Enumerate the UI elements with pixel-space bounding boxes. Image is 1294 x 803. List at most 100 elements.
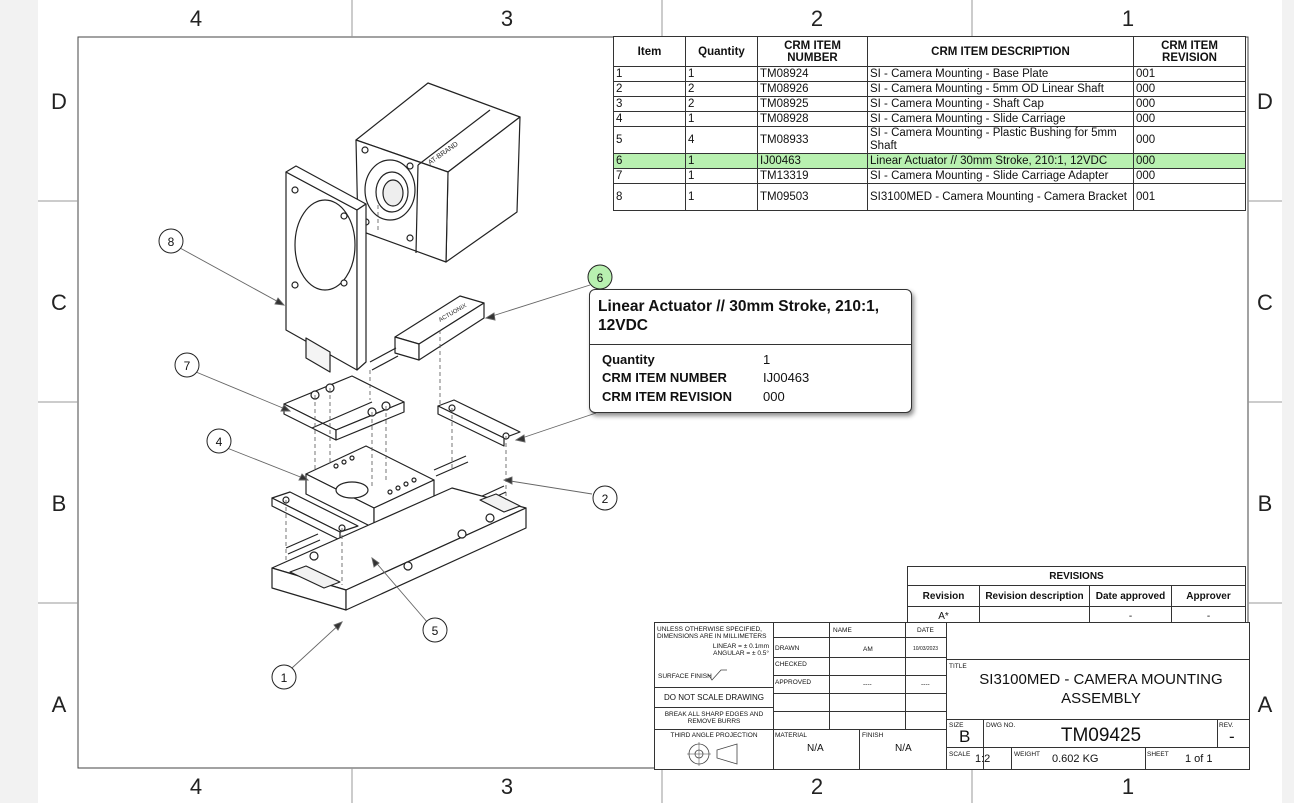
scale-value: 1:2 xyxy=(975,753,991,765)
svg-text:7: 7 xyxy=(184,359,191,373)
balloon-item-7[interactable]: 7 xyxy=(174,352,200,378)
revisions-header: Approver xyxy=(1171,585,1246,607)
bom-cell-description: SI - Camera Mounting - Slide Carriage Ad… xyxy=(867,168,1134,184)
zone-row-label: C xyxy=(1257,290,1273,315)
bom-cell-revision: 001 xyxy=(1133,66,1246,82)
tooltip-revision-value: 000 xyxy=(763,389,785,404)
bom-cell-number: TM08933 xyxy=(757,126,868,154)
balloon-item-4[interactable]: 4 xyxy=(206,428,232,454)
bom-cell-revision: 000 xyxy=(1133,153,1246,169)
bom-cell-item: 3 xyxy=(613,96,686,112)
svg-text:4: 4 xyxy=(216,435,223,449)
bom-header-number: CRM ITEM NUMBER xyxy=(757,36,868,67)
bom-cell-description: SI3100MED - Camera Mounting - Camera Bra… xyxy=(867,183,1134,211)
bom-cell-description: SI - Camera Mounting - 5mm OD Linear Sha… xyxy=(867,81,1134,97)
weight-value: 0.602 KG xyxy=(1052,753,1099,765)
rev-label: REV. xyxy=(1219,722,1234,729)
svg-text:5: 5 xyxy=(432,624,439,638)
drawn-by: AM xyxy=(863,646,873,653)
date-column-label: DATE xyxy=(917,627,934,634)
bom-header-revision: CRM ITEM REVISION xyxy=(1133,36,1246,67)
dwg-no-label: DWG NO. xyxy=(986,722,1016,729)
drawing-number: TM09425 xyxy=(1060,725,1142,746)
revisions-title: REVISIONS xyxy=(907,566,1246,586)
bom-cell-revision: 000 xyxy=(1133,81,1246,97)
projection-label: THIRD ANGLE PROJECTION xyxy=(670,732,758,739)
tooltip-quantity-value: 1 xyxy=(763,352,771,367)
tooltip-number-value: IJ00463 xyxy=(763,370,810,385)
bill-of-materials-table: Item Quantity CRM ITEM NUMBER CRM ITEM D… xyxy=(613,36,1246,211)
bom-cell-item: 6 xyxy=(613,153,686,169)
drawn-date: 10/03/2023 xyxy=(913,646,939,652)
sheet-number: 1 of 1 xyxy=(1185,753,1213,765)
bom-cell-description: SI - Camera Mounting - Plastic Bushing f… xyxy=(867,126,1134,154)
svg-text:2: 2 xyxy=(602,492,609,506)
drawing-title: SI3100MED - CAMERA MOUNTING ASSEMBLY xyxy=(979,671,1223,707)
bom-cell-revision: 001 xyxy=(1133,183,1246,211)
bom-cell-item: 4 xyxy=(613,111,686,127)
camera-part: AT-BRAND xyxy=(355,82,521,263)
item-tooltip: Linear Actuator // 30mm Stroke, 210:1, 1… xyxy=(589,289,912,413)
sheet-size: B xyxy=(959,727,971,746)
approved-label: APPROVED xyxy=(775,679,812,686)
title-block: UNLESS OTHERWISE SPECIFIED, DIMENSIONS A… xyxy=(654,622,1250,770)
bom-header-item: Item xyxy=(613,36,686,67)
bom-cell-quantity: 2 xyxy=(685,96,758,112)
zone-column-label: 1 xyxy=(1121,6,1135,31)
balloon-item-8[interactable]: 8 xyxy=(158,228,184,254)
balloon-item-6[interactable]: 6 xyxy=(587,264,613,290)
zone-column-label: 1 xyxy=(1121,774,1135,799)
slide-carriage-part xyxy=(305,445,435,529)
bom-cell-number: TM13319 xyxy=(757,168,868,184)
revisions-header: Revision description xyxy=(979,585,1090,607)
angular-tolerance: ANGULAR = ± 0.5° xyxy=(713,650,769,657)
linear-actuator-part: ACTUONIX xyxy=(369,295,485,371)
zone-column-label: 3 xyxy=(500,774,514,799)
bom-cell-item: 8 xyxy=(613,183,686,211)
bom-header-description: CRM ITEM DESCRIPTION xyxy=(867,36,1134,67)
zone-row-label: D xyxy=(51,89,67,114)
bom-cell-revision: 000 xyxy=(1133,96,1246,112)
balloon-item-2[interactable]: 2 xyxy=(592,485,618,511)
bom-cell-description: Linear Actuator // 30mm Stroke, 210:1, 1… xyxy=(867,153,1134,169)
bom-cell-quantity: 1 xyxy=(685,168,758,184)
revisions-header: Date approved xyxy=(1089,585,1172,607)
bom-header-row: Item Quantity CRM ITEM NUMBER CRM ITEM D… xyxy=(613,36,1246,67)
zone-row-label: C xyxy=(51,290,67,315)
zone-row-label: A xyxy=(1257,692,1273,717)
zone-row-label: B xyxy=(51,491,67,516)
bom-cell-revision: 000 xyxy=(1133,111,1246,127)
zone-column-label: 2 xyxy=(810,6,824,31)
zone-column-label: 4 xyxy=(189,774,203,799)
tooltip-revision-label: CRM ITEM REVISION xyxy=(602,389,733,404)
bom-cell-number: IJ00463 xyxy=(757,153,868,169)
surface-finish-label: SURFACE FINISH xyxy=(658,673,712,680)
bom-cell-number: TM08926 xyxy=(757,81,868,97)
break-edges-note: BREAK ALL SHARP EDGES AND REMOVE BURRS xyxy=(664,711,764,725)
balloon-item-1[interactable]: 1 xyxy=(271,664,297,690)
bom-cell-revision: 000 xyxy=(1133,126,1246,154)
zone-row-label: B xyxy=(1257,491,1273,516)
bom-cell-number: TM08924 xyxy=(757,66,868,82)
bom-cell-item: 7 xyxy=(613,168,686,184)
revisions-table: REVISIONS Revision Revision description … xyxy=(907,566,1246,627)
balloon-item-5[interactable]: 5 xyxy=(422,617,448,643)
bom-cell-quantity: 1 xyxy=(685,183,758,211)
linear-tolerance: LINEAR = ± 0.1mm xyxy=(712,643,769,650)
base-plate-part xyxy=(271,487,527,611)
zone-row-label: A xyxy=(51,692,67,717)
zone-row-label: D xyxy=(1257,89,1273,114)
name-column-label: NAME xyxy=(833,627,852,634)
tolerance-notes: UNLESS OTHERWISE SPECIFIED, DIMENSIONS A… xyxy=(657,626,767,640)
approved-by: ---- xyxy=(863,681,872,688)
do-not-scale-note: DO NOT SCALE DRAWING xyxy=(663,693,764,702)
